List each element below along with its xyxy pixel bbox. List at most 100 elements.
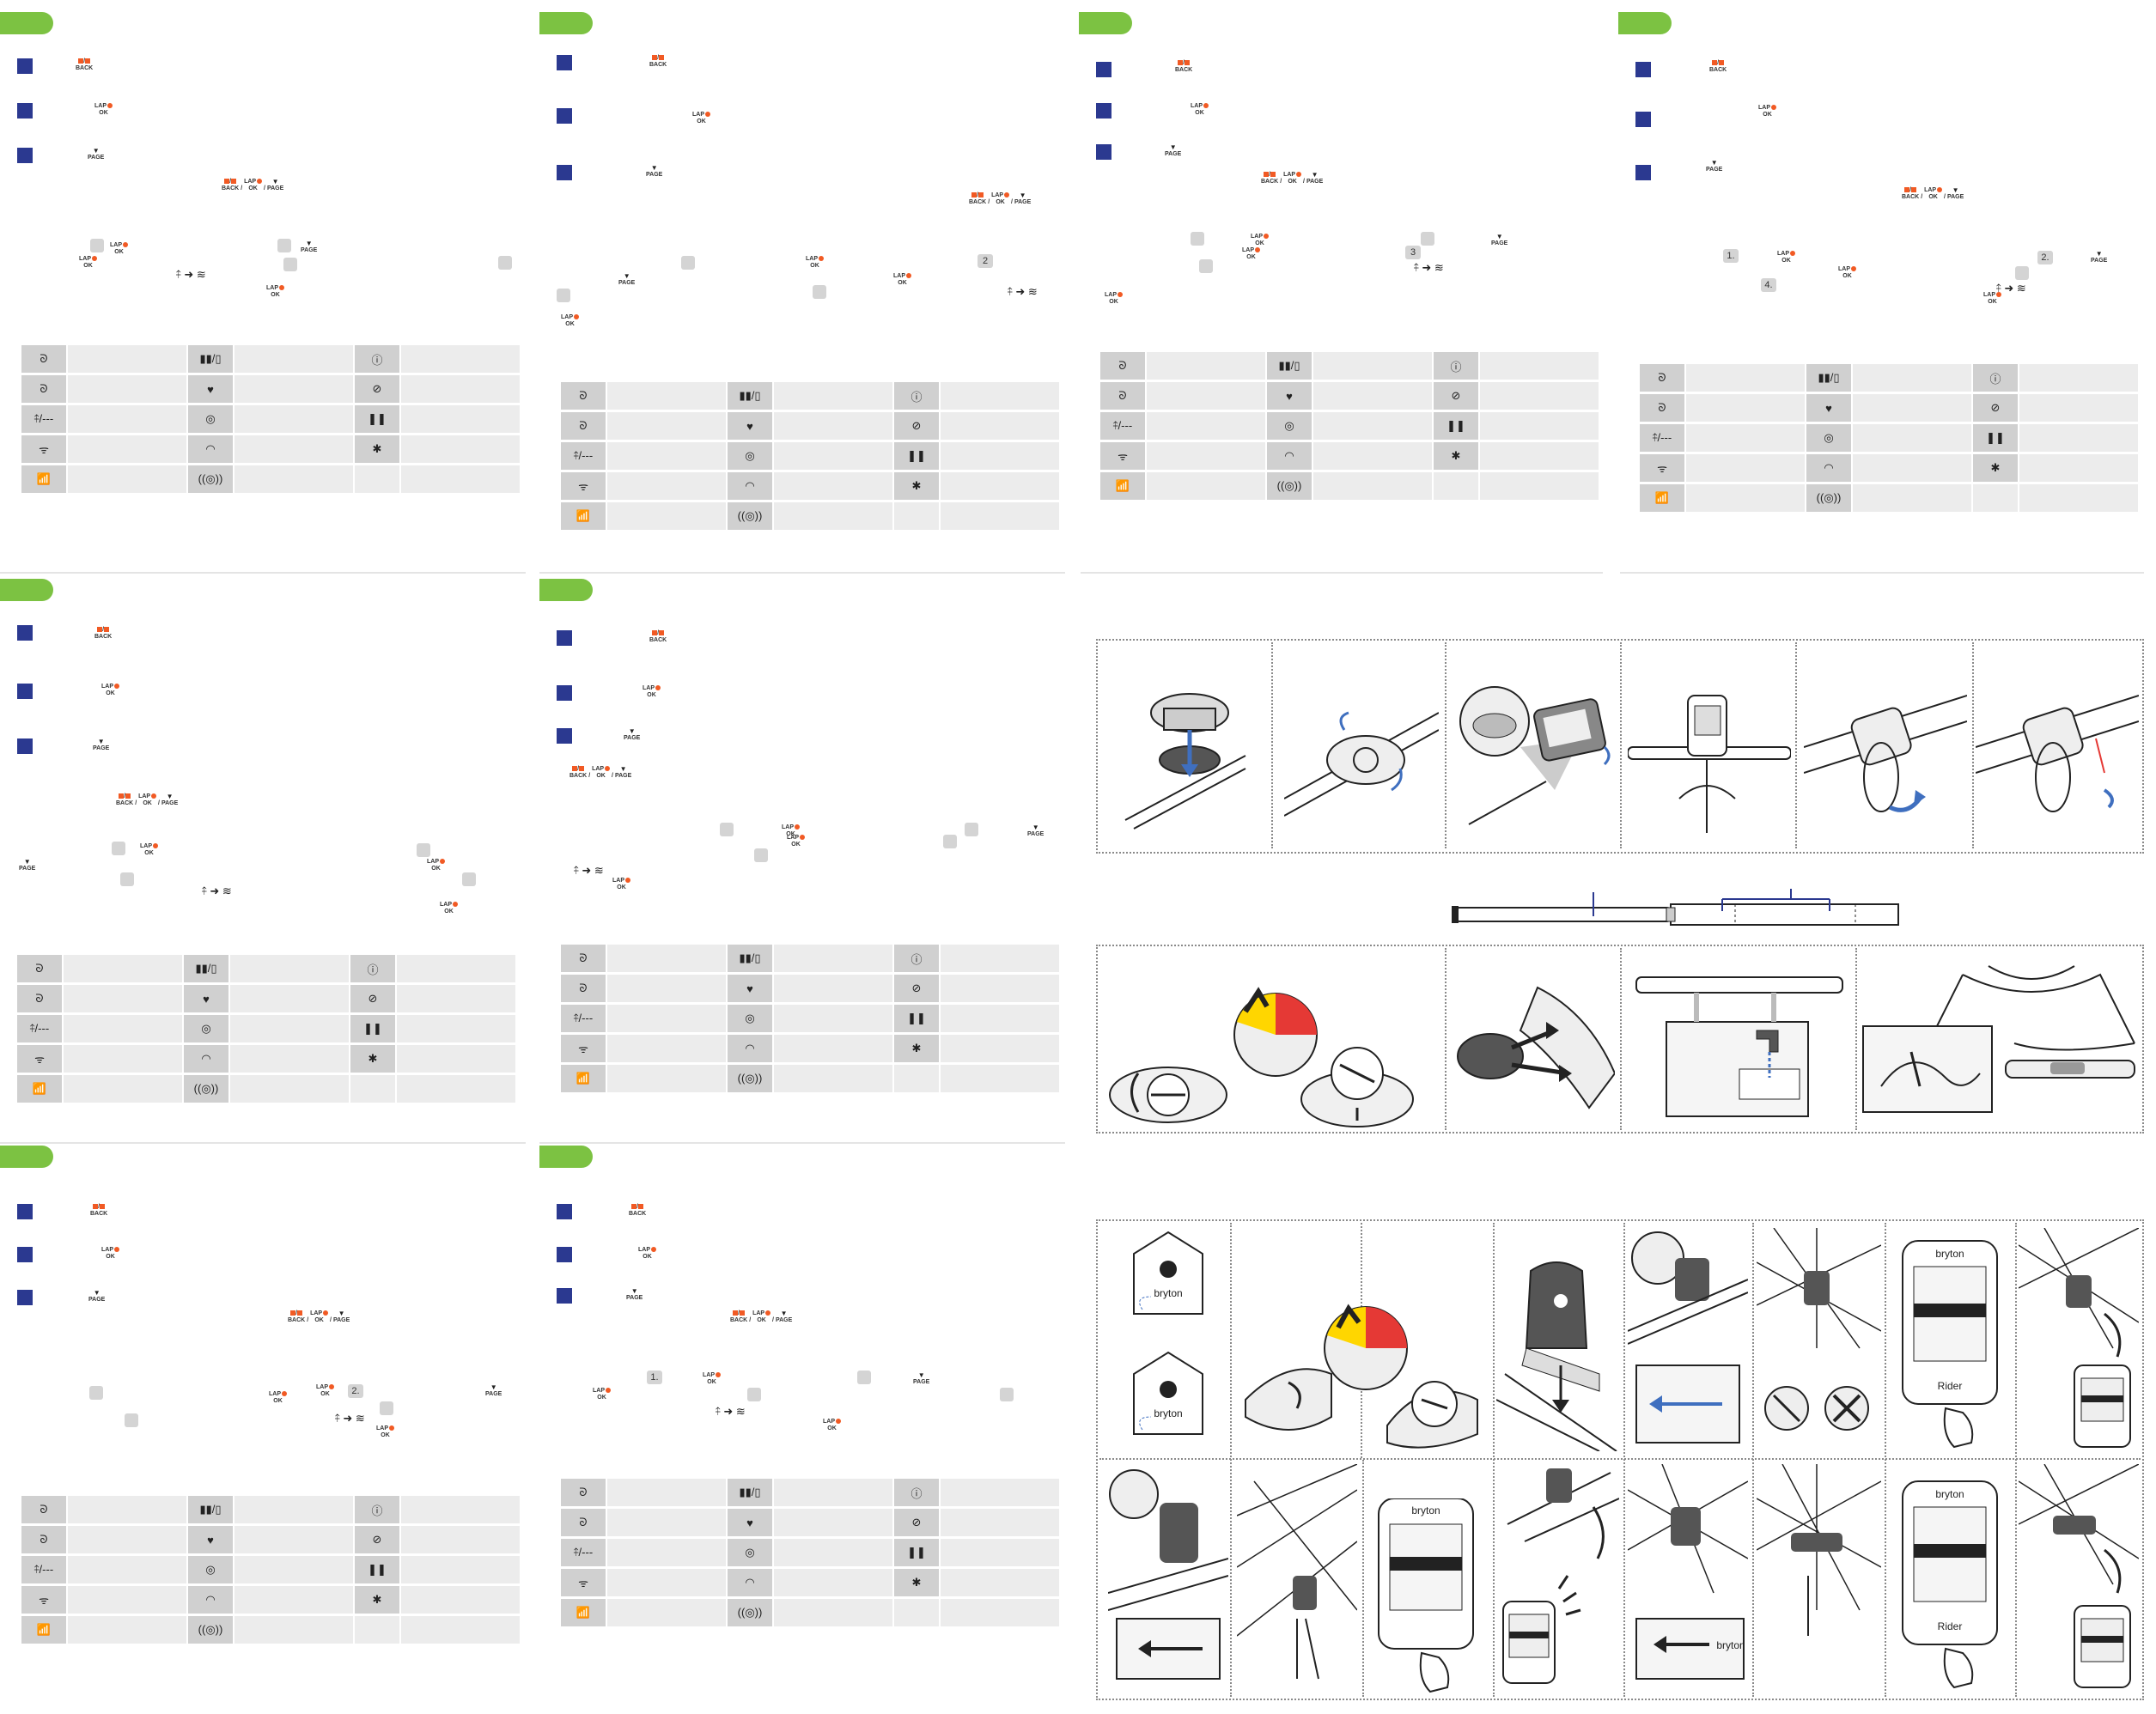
legend-description: [68, 1586, 186, 1614]
ok-label: OK: [1842, 273, 1852, 279]
legend-description: [230, 1015, 349, 1042]
page-button[interactable]: ▼PAGE: [1491, 233, 1508, 247]
back-button[interactable]: /BACK: [90, 1204, 107, 1218]
svg-text:bryton: bryton: [1411, 1504, 1440, 1516]
legend-empty: [941, 1599, 1059, 1626]
page-button[interactable]: ▼PAGE: [618, 272, 636, 287]
page-button[interactable]: ▼PAGE: [1165, 143, 1182, 158]
lap-label: LAP: [310, 1310, 323, 1316]
page-button[interactable]: ▼PAGE: [485, 1383, 502, 1398]
back-button[interactable]: /BACK: [1709, 60, 1727, 74]
page-button[interactable]: ▼PAGE: [2091, 250, 2108, 264]
legend-description: [64, 985, 182, 1012]
info-icon: ⓘ: [894, 945, 939, 972]
signal-strong-icon: 📶: [21, 465, 66, 493]
back-button[interactable]: /BACK: [94, 627, 112, 641]
lap-label: LAP: [782, 824, 794, 830]
back-button[interactable]: /BACK: [1175, 60, 1192, 74]
legend-description: [774, 1569, 892, 1596]
combo-sensor-icon: ((◎)): [1267, 472, 1312, 500]
legend-description: [401, 1586, 520, 1614]
bike-2-icon: ᘐ: [21, 1526, 66, 1553]
ok-label: OK: [1246, 254, 1256, 260]
combo-sensor-icon: ((◎)): [188, 465, 233, 493]
page-button[interactable]: ▼PAGE: [1027, 824, 1045, 838]
back-button[interactable]: /BACK: [649, 630, 667, 644]
back-button[interactable]: /BACK: [629, 1204, 646, 1218]
step-number: 2.: [2037, 251, 2053, 264]
lap-label: LAP: [806, 256, 818, 262]
legend-description: [1147, 352, 1265, 380]
back-label: BACK: [94, 634, 113, 640]
back-button[interactable]: /BACK: [649, 55, 667, 69]
page-button[interactable]: ▼PAGE: [301, 240, 318, 254]
page-button[interactable]: ▼PAGE: [88, 1289, 106, 1304]
signal-strong-icon: 📶: [561, 502, 606, 530]
legend-description: [774, 472, 892, 500]
page-button[interactable]: ▼PAGE: [93, 738, 110, 752]
page-button[interactable]: ▼PAGE: [88, 147, 105, 161]
sensor-search-icon: ⤉ ➜ ≋: [202, 884, 232, 897]
page-button[interactable]: ▼PAGE: [1706, 159, 1723, 173]
section-tab: [0, 579, 53, 601]
sensor-off-icon: ⤉/---: [1100, 412, 1145, 440]
display-placeholder: [277, 239, 291, 252]
page-label: PAGE: [624, 735, 641, 741]
legend-description: [1147, 382, 1265, 410]
ok-label: OK: [320, 1391, 330, 1397]
back-label: BACK: [649, 62, 667, 68]
legend-empty: [401, 1616, 520, 1644]
page-button[interactable]: ▼PAGE: [913, 1371, 930, 1386]
legend-description: [1853, 454, 1971, 482]
step-marker-2: [17, 684, 33, 699]
back-button[interactable]: /BACK: [76, 58, 93, 72]
page-button[interactable]: ▼PAGE: [646, 164, 663, 179]
page-button[interactable]: ▼PAGE: [624, 727, 641, 742]
legend-empty: [355, 465, 399, 493]
cadence-icon: ◎: [728, 1005, 772, 1032]
legend-description: [941, 1509, 1059, 1536]
legend-description: [64, 1045, 182, 1073]
page-button[interactable]: ▼PAGE: [19, 858, 36, 872]
lap-label: LAP: [1838, 266, 1850, 272]
info-icon: ⓘ: [894, 382, 939, 410]
bluetooth-icon: ✱: [350, 1045, 395, 1073]
legend-description: [234, 345, 353, 373]
legend-empty: [350, 1075, 395, 1103]
back-label: BACK: [288, 1317, 306, 1323]
page-button[interactable]: ▼PAGE: [626, 1287, 643, 1302]
combo-device-pair-illustration: bryton Rider: [1902, 1480, 1998, 1689]
